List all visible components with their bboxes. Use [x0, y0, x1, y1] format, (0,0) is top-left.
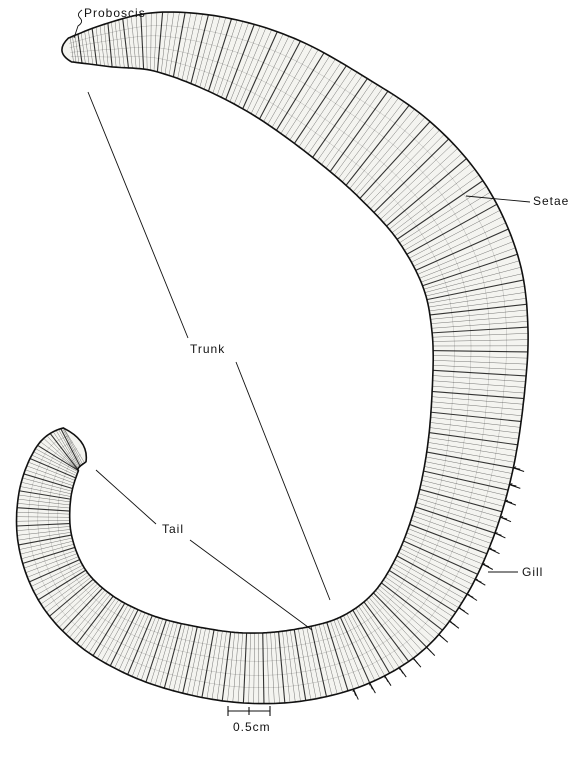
- gill-filament: [505, 501, 516, 505]
- gill-filament: [495, 533, 506, 538]
- gill-filament: [385, 676, 391, 686]
- gill-filament: [450, 621, 459, 628]
- gill-filament: [483, 564, 493, 570]
- gill-filament: [459, 608, 469, 615]
- gill-filament: [439, 635, 448, 643]
- tail-label: Tail: [162, 522, 184, 536]
- trunk-leader-upper: [88, 92, 188, 338]
- gill-filament: [399, 668, 406, 678]
- gill-filament: [427, 647, 435, 655]
- proboscis-label: Proboscis: [84, 6, 146, 20]
- trunk-label: Trunk: [190, 342, 225, 356]
- gill-filament: [354, 689, 359, 700]
- tail-leader-upper: [96, 470, 156, 524]
- gill-label: Gill: [522, 565, 543, 579]
- setae-label: Setae: [533, 194, 569, 208]
- gill-filament: [489, 549, 500, 554]
- gill-filament: [500, 517, 511, 522]
- tail-leader-lower: [190, 540, 312, 630]
- gill-filament: [413, 658, 421, 667]
- worm-body: [17, 12, 529, 704]
- gill-filament: [475, 579, 485, 585]
- gill-filament: [510, 485, 521, 489]
- trunk-leader-lower: [236, 362, 330, 600]
- gill-filament: [467, 594, 477, 600]
- gill-filament: [370, 683, 376, 693]
- scale-label: 0.5cm: [233, 720, 271, 734]
- scale-bar: [228, 706, 270, 716]
